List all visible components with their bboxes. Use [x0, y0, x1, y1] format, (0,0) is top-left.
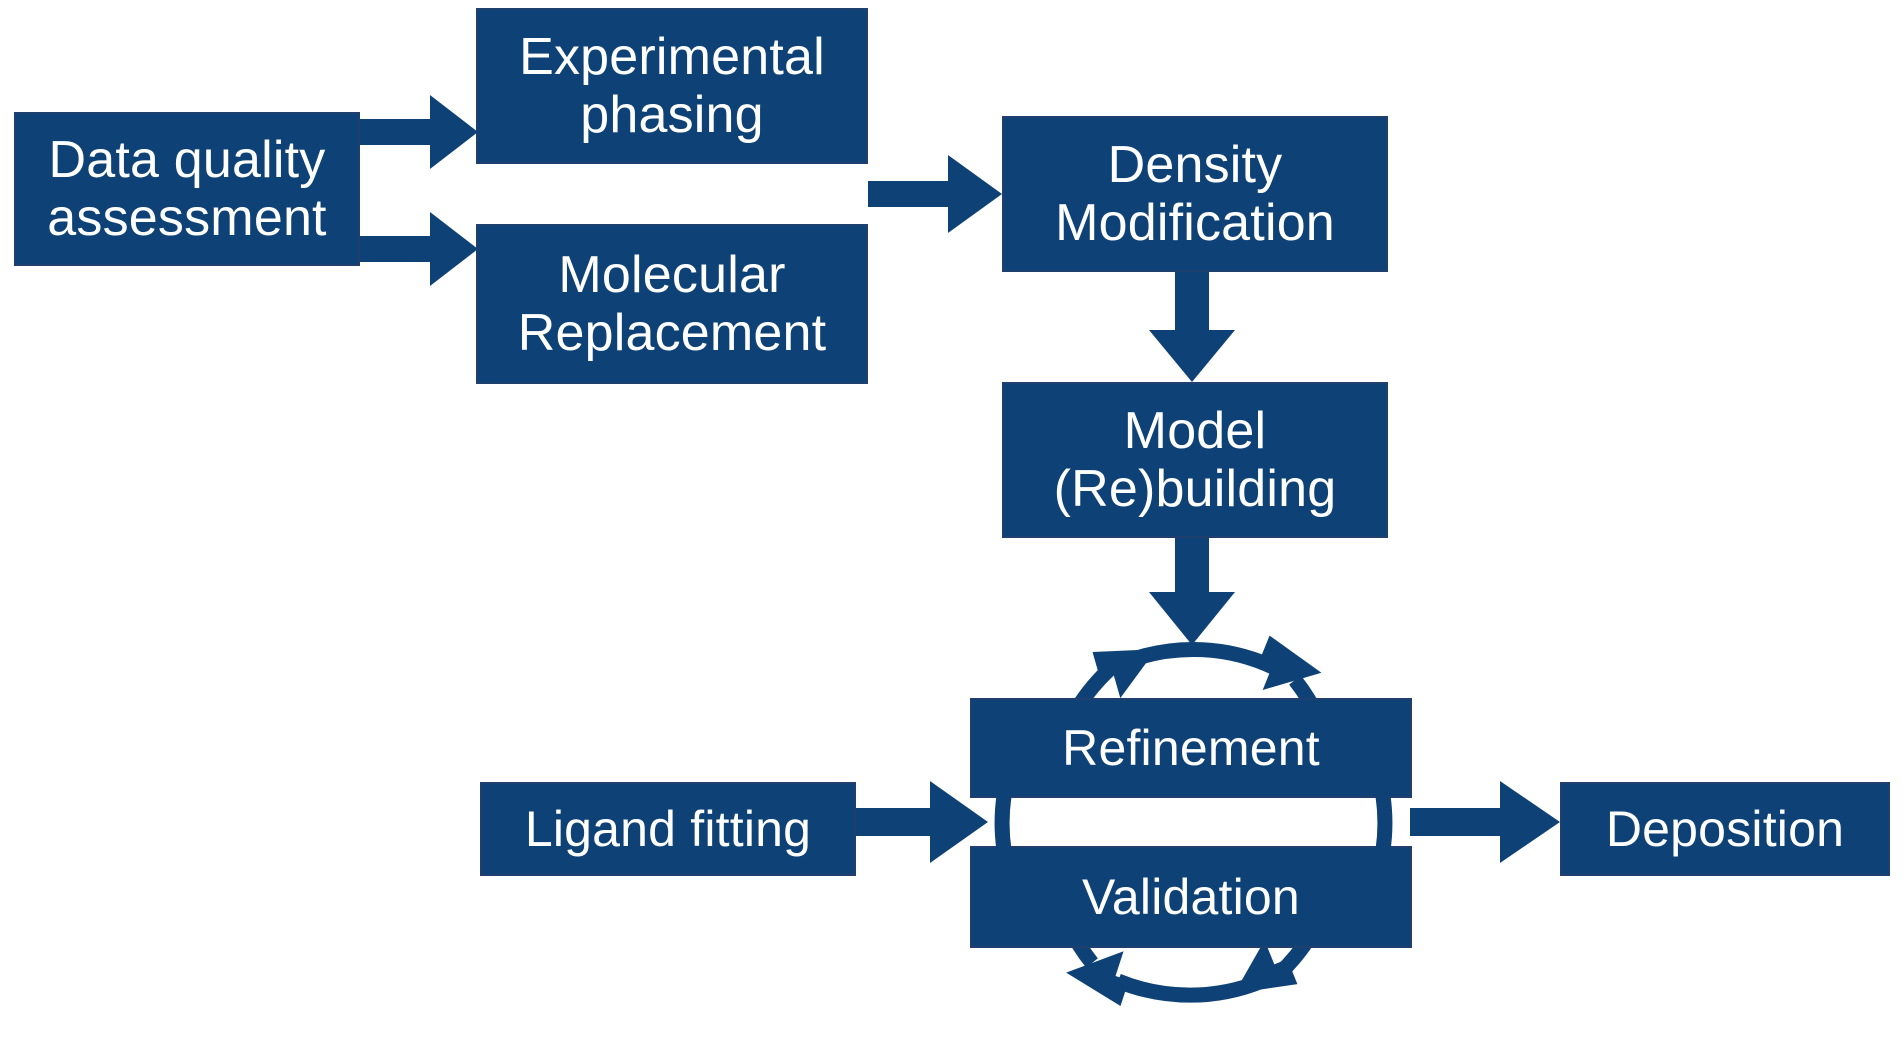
loop-arc-bottom: [1115, 974, 1265, 1003]
arrow-data-quality-to-molecular-replacement: [358, 212, 478, 286]
node-ligand-fitting[interactable]: Ligand fitting: [480, 782, 856, 876]
node-experimental-phasing[interactable]: Experimental phasing: [476, 8, 868, 164]
node-density-modification[interactable]: Density Modification: [1002, 116, 1388, 272]
node-deposition[interactable]: Deposition: [1560, 782, 1890, 876]
node-data-quality-assessment[interactable]: Data quality assessment: [14, 112, 360, 266]
arrow-density-modification-to-model-rebuilding: [1149, 270, 1235, 382]
loop-arc-top: [1125, 641, 1279, 675]
node-molecular-replacement[interactable]: Molecular Replacement: [476, 224, 868, 384]
arrow-model-rebuilding-to-cycle: [1149, 535, 1235, 645]
node-validation[interactable]: Validation: [972, 848, 1410, 946]
arrow-cycle-to-deposition: [1410, 781, 1560, 863]
node-refinement[interactable]: Refinement: [972, 700, 1410, 796]
arrow-data-quality-to-experimental-phasing: [358, 95, 478, 169]
node-model-rebuilding[interactable]: Model (Re)building: [1002, 382, 1388, 538]
arrow-ligand-fitting-to-cycle: [856, 781, 988, 863]
arrow-phasing-to-density-modification: [868, 155, 1002, 233]
